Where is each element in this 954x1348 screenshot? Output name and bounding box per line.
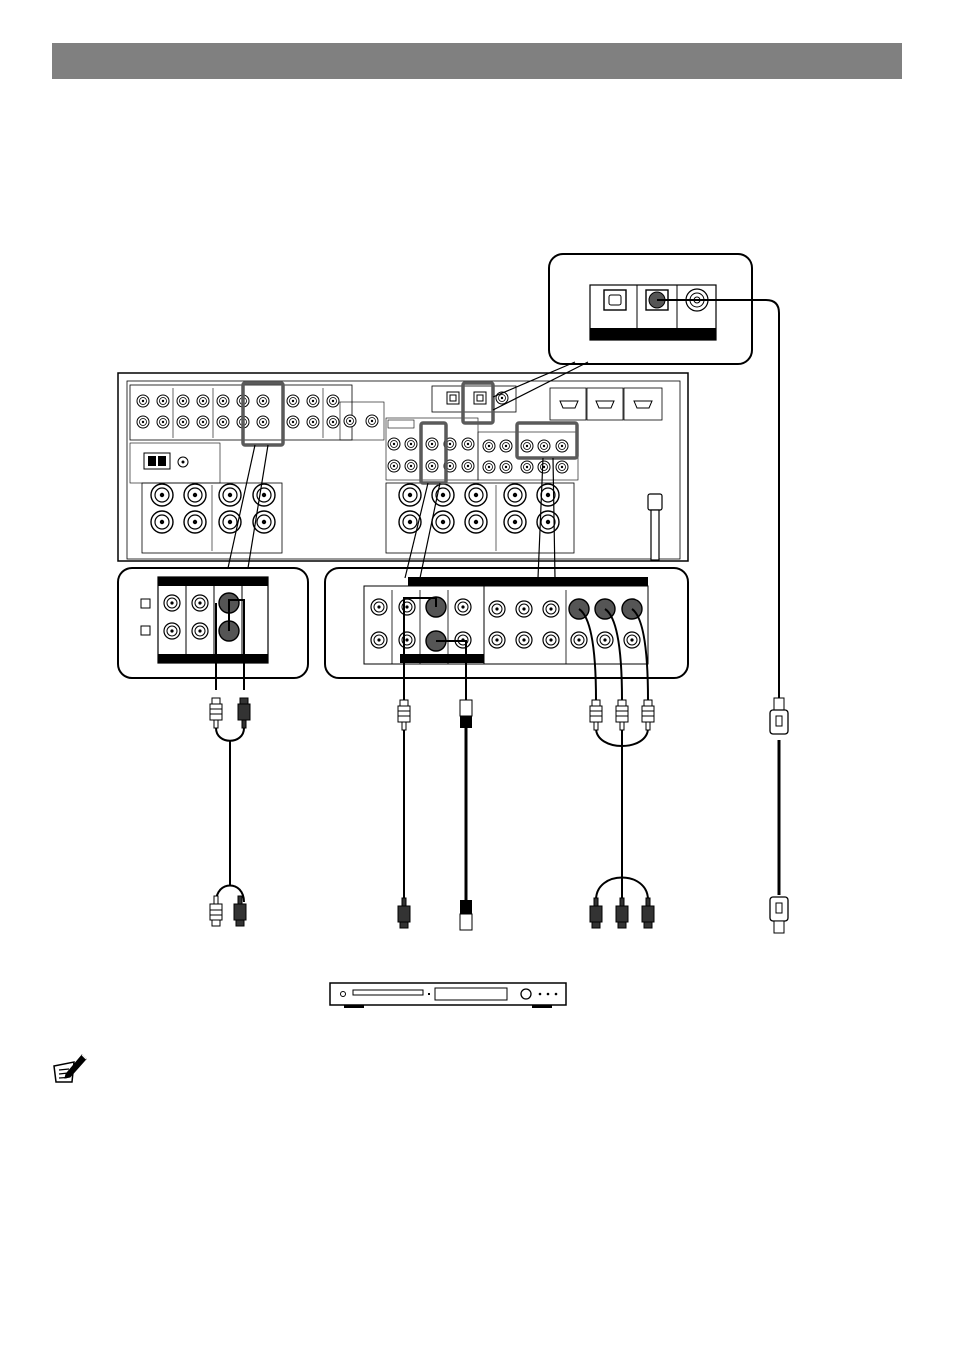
- dvd-player-icon: [330, 983, 566, 1008]
- note-pencil-icon: [52, 1052, 88, 1084]
- s-video-cable: [436, 641, 466, 900]
- receiver-rear-panel: [118, 373, 688, 561]
